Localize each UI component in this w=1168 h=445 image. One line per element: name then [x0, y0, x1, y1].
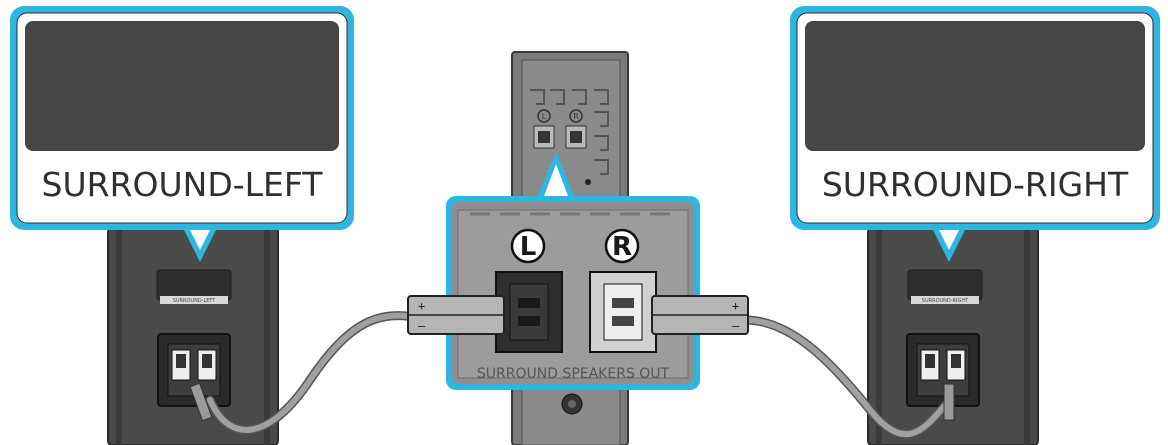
- left-callout: SURROUND-LEFT: [10, 6, 354, 262]
- panel-caption: SURROUND SPEAKERS OUT: [477, 366, 670, 382]
- small-jack-letter-r: R: [573, 112, 579, 121]
- left-callout-label: SURROUND-LEFT: [42, 165, 324, 204]
- left-speaker: SURROUND-LEFT: [107, 227, 279, 445]
- right-speaker: SURROUND-RIGHT: [867, 227, 1039, 445]
- right-callout: SURROUND-RIGHT: [790, 6, 1160, 262]
- vent-pattern: [530, 89, 609, 175]
- left-speaker-tag: SURROUND-LEFT: [173, 298, 217, 304]
- left-plug: + –: [407, 295, 505, 335]
- left-plug-minus: –: [418, 319, 426, 333]
- right-cable: [740, 315, 955, 439]
- left-speaker-terminal: [157, 333, 231, 407]
- right-speaker-tag: SURROUND-RIGHT: [922, 298, 969, 304]
- jack-right: R: [589, 228, 657, 353]
- zoom-callout-panel: L R SURROUND SPEAKERS OUT: [446, 152, 700, 390]
- right-plug-plus: +: [732, 299, 739, 313]
- left-cable: [189, 311, 425, 435]
- right-speaker-terminal: [906, 333, 980, 407]
- right-plug: + –: [651, 295, 749, 335]
- small-jack-letter-l: L: [542, 112, 547, 121]
- left-plug-plus: +: [418, 299, 425, 313]
- right-callout-label: SURROUND-RIGHT: [822, 165, 1129, 204]
- jack-left-letter: L: [520, 232, 537, 262]
- jack-right-letter: R: [612, 232, 632, 262]
- right-plug-minus: –: [732, 319, 740, 333]
